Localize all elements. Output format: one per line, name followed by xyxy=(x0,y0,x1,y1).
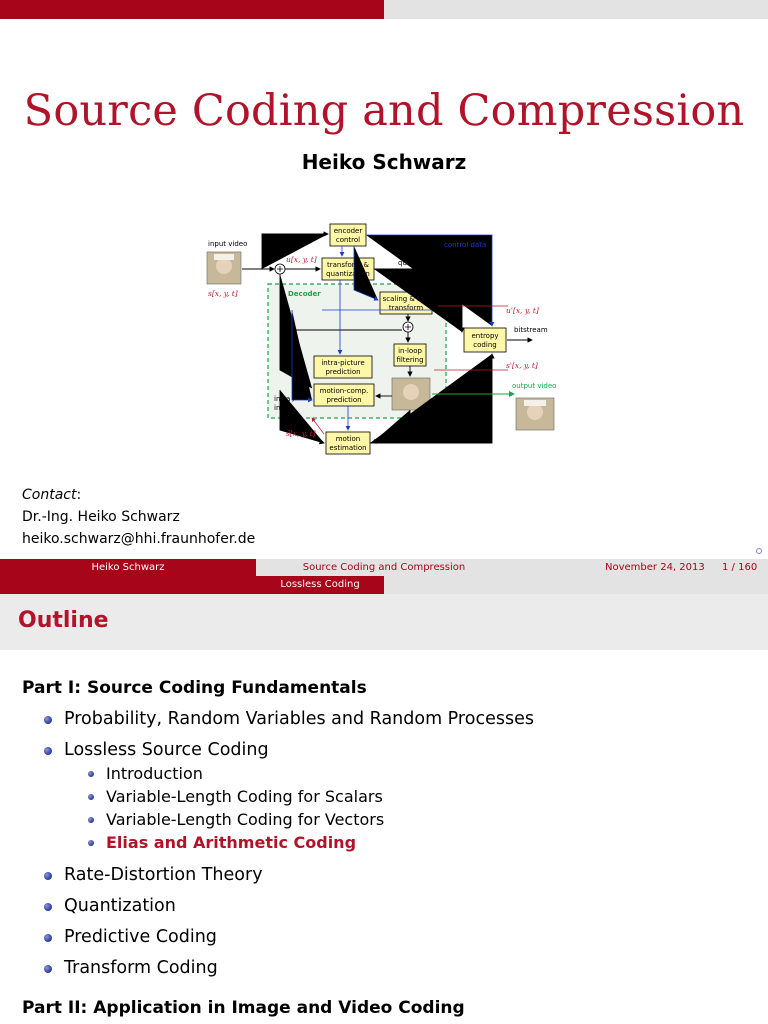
bullet-icon xyxy=(44,716,52,724)
s-label: s[x, y, t] xyxy=(208,289,238,298)
part-heading-2: Part II: Application in Image and Video … xyxy=(22,996,762,1020)
u-prime-label: u'[x, y, t] xyxy=(506,306,539,315)
svg-text:motion: motion xyxy=(336,435,361,443)
s-prime-label: s'[x, y, t] xyxy=(506,361,538,370)
input-video-label: input video xyxy=(208,240,247,248)
footer-author: Heiko Schwarz xyxy=(0,559,256,576)
footer-date: November 24, 2013 xyxy=(605,559,705,576)
section-bar: Lossless Coding xyxy=(0,576,768,594)
svg-text:transform: transform xyxy=(389,304,423,312)
list-item: Quantization xyxy=(22,894,762,918)
svg-text:estimation: estimation xyxy=(329,444,366,452)
bullet-icon xyxy=(44,965,52,973)
bullet-icon xyxy=(44,747,52,755)
intra-inter-label-1: intra / xyxy=(274,395,296,403)
list-item: Transform Coding xyxy=(22,956,762,980)
top-bar xyxy=(0,0,768,19)
svg-text:in-loop: in-loop xyxy=(398,347,422,355)
quant-indices-label: quantization indices xyxy=(398,259,469,267)
bullet-icon xyxy=(44,872,52,880)
footer-title: Source Coding and Compression xyxy=(256,559,512,576)
svg-text:prediction: prediction xyxy=(326,396,361,404)
svg-text:coding: coding xyxy=(473,341,496,349)
svg-text:filtering: filtering xyxy=(396,356,423,364)
presentation-title: Source Coding and Compression xyxy=(0,86,768,136)
contact-name: Dr.-Ing. Heiko Schwarz xyxy=(22,506,255,528)
presentation-author: Heiko Schwarz xyxy=(0,150,768,174)
svg-text:prediction: prediction xyxy=(325,368,360,376)
sub-list-item-active: Elias and Arithmetic Coding xyxy=(22,832,762,854)
section-label[interactable]: Lossless Coding xyxy=(256,576,384,594)
svg-text:intra-picture: intra-picture xyxy=(321,359,364,367)
outline-list: Part I: Source Coding Fundamentals Proba… xyxy=(22,676,762,1020)
frame-title: Outline xyxy=(18,608,109,633)
list-item: Predictive Coding xyxy=(22,925,762,949)
part-heading-1: Part I: Source Coding Fundamentals xyxy=(22,676,762,700)
bullet-icon xyxy=(44,903,52,911)
sub-list-item: Introduction xyxy=(22,763,762,785)
bitstream-label: bitstream xyxy=(514,326,548,334)
svg-text:control: control xyxy=(336,236,360,244)
output-video-label: output video xyxy=(512,382,556,390)
bullet-icon xyxy=(88,817,94,823)
intra-inter-label-2: inter xyxy=(274,404,290,412)
sub-list-item: Variable-Length Coding for Scalars xyxy=(22,786,762,808)
contact-block: Contact: Dr.-Ing. Heiko Schwarz heiko.sc… xyxy=(22,484,255,550)
list-item: Probability, Random Variables and Random… xyxy=(22,707,762,731)
frame-title-bar: Outline xyxy=(0,594,768,650)
s-hat-label: ŝ[x, y, t] xyxy=(286,429,316,438)
video-codec-diagram: Decoder input video s[x, y, t] output vi… xyxy=(202,220,566,460)
svg-text:encoder: encoder xyxy=(334,227,363,235)
control-data-label: control data xyxy=(444,241,486,249)
svg-text:entropy: entropy xyxy=(471,332,498,340)
contact-label: Contact xyxy=(22,487,76,503)
list-item: Rate-Distortion Theory xyxy=(22,863,762,887)
u-label: u[x, y, t] xyxy=(286,255,317,264)
decoder-label: Decoder xyxy=(288,290,321,298)
list-item: Lossless Source Coding xyxy=(22,738,762,762)
footer-bar: Heiko Schwarz Source Coding and Compress… xyxy=(0,559,768,576)
contact-email[interactable]: heiko.schwarz@hhi.fraunhofer.de xyxy=(22,528,255,550)
top-bar-grey xyxy=(384,0,768,19)
navigation-dot-icon[interactable] xyxy=(756,548,762,554)
bullet-icon xyxy=(88,840,94,846)
footer-right: November 24, 2013 1 / 160 xyxy=(512,559,768,576)
motion-params-label: motion parameters xyxy=(424,432,492,440)
footer-page-number: 1 / 160 xyxy=(722,559,757,576)
bullet-icon xyxy=(88,771,94,777)
top-bar-red xyxy=(0,0,384,19)
bullet-icon xyxy=(44,934,52,942)
bullet-icon xyxy=(88,794,94,800)
svg-text:motion-comp.: motion-comp. xyxy=(320,387,369,395)
sub-list-item: Variable-Length Coding for Vectors xyxy=(22,809,762,831)
